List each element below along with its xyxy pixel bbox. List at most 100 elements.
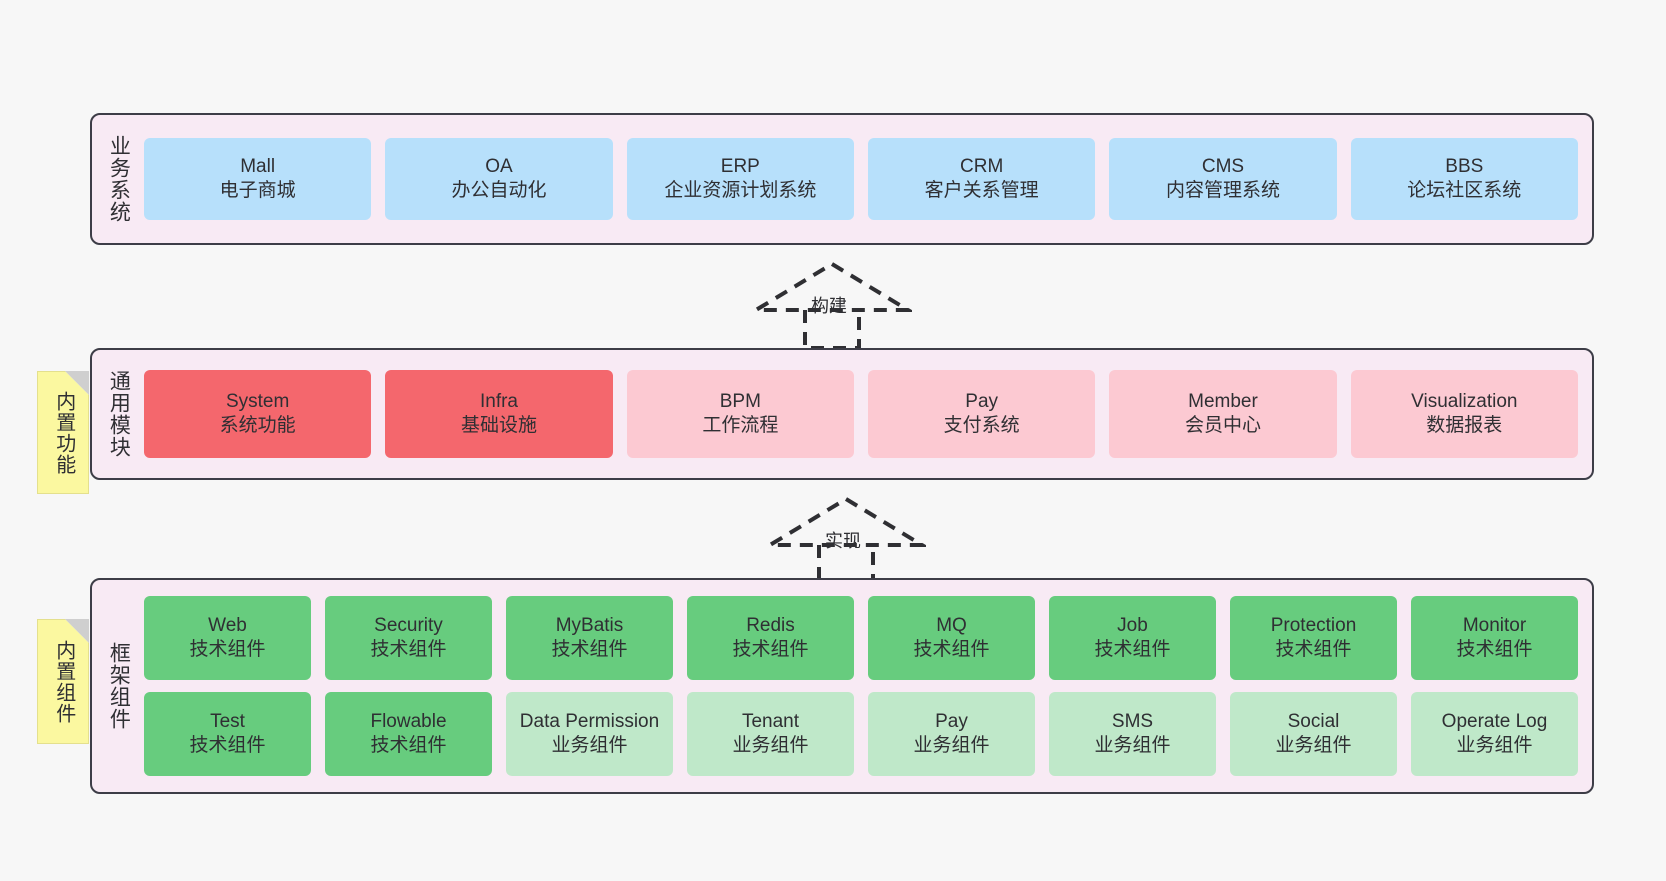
framework-node-job[interactable]: Job 技术组件 — [1049, 596, 1216, 680]
node-subtitle: 数据报表 — [1426, 415, 1503, 436]
node-subtitle: 论坛社区系统 — [1407, 180, 1522, 201]
framework-node-tenant[interactable]: Tenant 业务组件 — [687, 692, 854, 776]
business-node-bbs[interactable]: BBS 论坛社区系统 — [1350, 138, 1578, 220]
framework-node-redis[interactable]: Redis 技术组件 — [687, 596, 854, 680]
node-subtitle: 技术组件 — [370, 639, 447, 660]
node-name: Flowable — [370, 710, 447, 732]
node-subtitle: 内容管理系统 — [1165, 180, 1280, 201]
node-subtitle: 技术组件 — [732, 639, 809, 660]
framework-node-flowable[interactable]: Flowable 技术组件 — [325, 692, 492, 776]
node-subtitle: 技术组件 — [913, 639, 990, 660]
framework-layer-title: 框架组件 — [107, 642, 131, 730]
node-name: Monitor — [1462, 614, 1527, 636]
node-subtitle: 业务组件 — [1456, 735, 1533, 756]
node-name: Test — [210, 710, 245, 732]
node-subtitle: 技术组件 — [189, 735, 266, 756]
business-node-crm[interactable]: CRM 客户关系管理 — [867, 138, 1096, 220]
node-name: Pay — [935, 710, 968, 732]
framework-node-pay[interactable]: Pay 业务组件 — [868, 692, 1035, 776]
framework-node-mq[interactable]: MQ 技术组件 — [868, 596, 1035, 680]
node-name: CMS — [1201, 155, 1245, 177]
node-name: Visualization — [1411, 390, 1518, 412]
node-name: ERP — [720, 155, 760, 177]
node-name: MQ — [936, 614, 967, 636]
node-subtitle: 业务组件 — [913, 735, 990, 756]
node-subtitle: 技术组件 — [370, 735, 447, 756]
node-name: Pay — [965, 390, 999, 412]
node-name: BBS — [1445, 155, 1484, 177]
business-node-cms[interactable]: CMS 内容管理系统 — [1109, 138, 1337, 220]
node-name: Operate Log — [1441, 710, 1548, 732]
business-node-list: Mall 电子商城 OA 办公自动化 ERP 企业资源计划系统 CRM 客户关系管理 CMS 内容… — [144, 138, 1578, 220]
node-name: Social — [1287, 710, 1340, 732]
node-subtitle: 工作流程 — [702, 415, 779, 436]
node-subtitle: 技术组件 — [1275, 639, 1352, 660]
business-layer-title: 业务系统 — [107, 135, 131, 223]
module-node-visualization[interactable]: Visualization 数据报表 — [1350, 370, 1578, 458]
note-builtin-function: 内置功能 — [37, 371, 89, 494]
node-name: Tenant — [741, 710, 800, 732]
node-subtitle: 业务组件 — [1094, 735, 1171, 756]
node-subtitle: 客户关系管理 — [924, 180, 1039, 201]
node-subtitle: 技术组件 — [189, 639, 266, 660]
node-subtitle: 业务组件 — [732, 735, 809, 756]
module-node-bpm[interactable]: BPM 工作流程 — [626, 370, 854, 458]
node-name: Job — [1117, 614, 1148, 636]
node-subtitle: 企业资源计划系统 — [664, 180, 817, 201]
framework-node-operate-log[interactable]: Operate Log 业务组件 — [1411, 692, 1578, 776]
business-node-mall[interactable]: Mall 电子商城 — [144, 138, 372, 220]
node-name: BPM — [719, 390, 761, 412]
node-name: Member — [1188, 390, 1258, 412]
framework-node-web[interactable]: Web 技术组件 — [144, 596, 311, 680]
node-subtitle: 办公自动化 — [451, 180, 547, 201]
node-subtitle: 技术组件 — [551, 639, 628, 660]
node-subtitle: 电子商城 — [219, 180, 296, 201]
node-subtitle: 会员中心 — [1184, 415, 1261, 436]
module-node-system[interactable]: System 系统功能 — [144, 370, 372, 458]
node-name: Web — [208, 614, 247, 636]
business-system-layer: 业务系统 Mall 电子商城 OA 办公自动化 ERP 企业资源计划系统 CRM 客户关系管理… — [90, 113, 1594, 245]
framework-node-social[interactable]: Social 业务组件 — [1230, 692, 1397, 776]
business-node-oa[interactable]: OA 办公自动化 — [385, 138, 613, 220]
node-subtitle: 业务组件 — [1275, 735, 1352, 756]
node-name: Mall — [240, 155, 276, 177]
module-node-pay[interactable]: Pay 支付系统 — [867, 370, 1096, 458]
business-layer-body: Mall 电子商城 OA 办公自动化 ERP 企业资源计划系统 CRM 客户关系管理 CMS 内容… — [140, 115, 1592, 243]
node-name: System — [225, 390, 290, 412]
framework-node-test[interactable]: Test 技术组件 — [144, 692, 311, 776]
node-subtitle: 系统功能 — [219, 415, 296, 436]
node-name: Infra — [479, 390, 518, 412]
node-subtitle: 技术组件 — [1094, 639, 1171, 660]
framework-node-protection[interactable]: Protection 技术组件 — [1230, 596, 1397, 680]
node-name: CRM — [960, 155, 1004, 177]
framework-node-security[interactable]: Security 技术组件 — [325, 596, 492, 680]
connector-build-label: 构建 — [811, 296, 847, 316]
node-name: Security — [374, 614, 443, 636]
node-subtitle: 支付系统 — [943, 415, 1020, 436]
node-name: SMS — [1111, 710, 1154, 732]
business-node-erp[interactable]: ERP 企业资源计划系统 — [626, 138, 854, 220]
note-builtin-component: 内置组件 — [37, 619, 89, 744]
framework-node-monitor[interactable]: Monitor 技术组件 — [1411, 596, 1578, 680]
node-name: Protection — [1270, 614, 1357, 636]
module-node-member[interactable]: Member 会员中心 — [1109, 370, 1337, 458]
node-name: OA — [485, 155, 513, 177]
framework-node-sms[interactable]: SMS 业务组件 — [1049, 692, 1216, 776]
node-subtitle: 技术组件 — [1456, 639, 1533, 660]
connector-implement-label: 实现 — [825, 531, 861, 551]
module-layer-title: 通用模块 — [107, 370, 131, 458]
node-name: Redis — [746, 614, 795, 636]
node-subtitle: 业务组件 — [551, 735, 628, 756]
